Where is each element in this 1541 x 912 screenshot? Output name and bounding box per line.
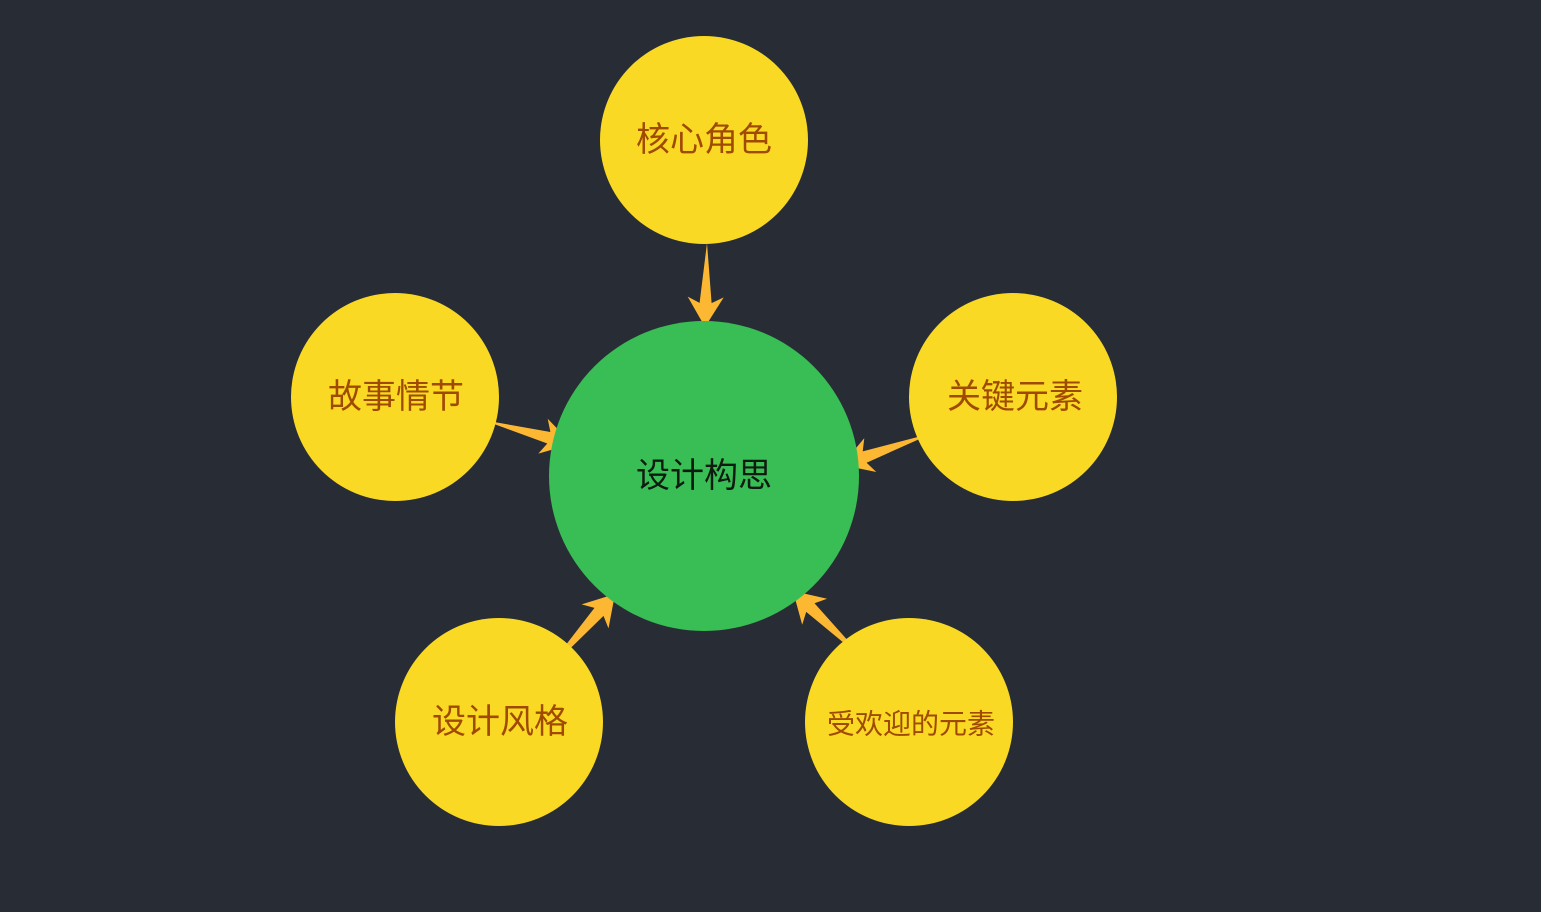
- center-node: [549, 321, 859, 631]
- node-circle: [291, 293, 499, 501]
- node-key-elements: 关键元素: [909, 293, 1117, 501]
- node-circle: [805, 618, 1013, 826]
- center-node-label: 设计构思: [636, 456, 772, 496]
- arrow-icon: [687, 243, 724, 327]
- node-label: 故事情节: [328, 377, 464, 417]
- node-design-style: 设计风格: [395, 618, 603, 826]
- arrow-icon: [842, 433, 933, 472]
- node-label: 受欢迎的元素: [827, 708, 995, 741]
- node-popular-elements: 受欢迎的元素: [805, 618, 1013, 826]
- node-circle: [395, 618, 603, 826]
- node-circle: [600, 36, 808, 244]
- node-circle: [909, 293, 1117, 501]
- arrow-icon: [483, 418, 572, 454]
- node-label: 关键元素: [947, 377, 1083, 417]
- node-label: 核心角色: [636, 120, 772, 160]
- node-label: 设计风格: [432, 702, 568, 742]
- node-core-characters: 核心角色: [600, 36, 808, 244]
- node-story-plot: 故事情节: [291, 293, 499, 501]
